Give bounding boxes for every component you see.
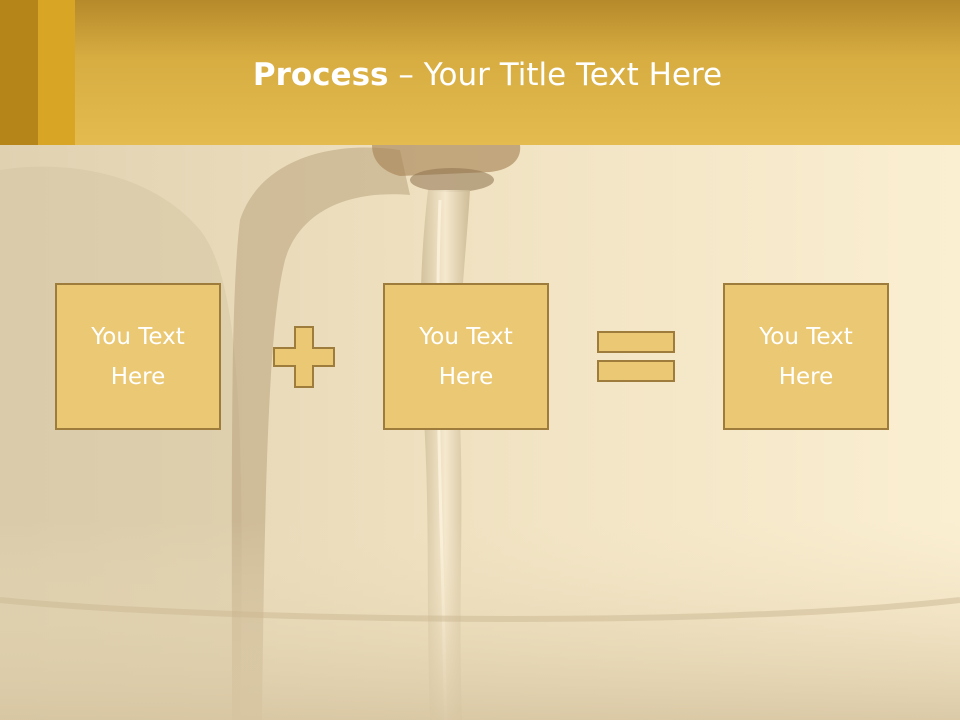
slide-title[interactable]: Process – Your Title Text Here xyxy=(75,52,900,98)
process-box-3[interactable]: You Text Here xyxy=(723,283,889,430)
equals-icon xyxy=(597,331,675,382)
accent-strip-light xyxy=(38,0,75,145)
plus-icon xyxy=(273,326,335,388)
accent-strip-dark xyxy=(0,0,38,145)
process-box-1[interactable]: You Text Here xyxy=(55,283,221,430)
title-banner xyxy=(0,0,960,145)
title-rest: – Your Title Text Here xyxy=(388,57,723,93)
process-box-2[interactable]: You Text Here xyxy=(383,283,549,430)
process-box-1-text: You Text Here xyxy=(91,323,185,390)
process-box-3-text: You Text Here xyxy=(759,323,853,390)
title-bold: Process xyxy=(252,57,389,93)
process-box-2-text: You Text Here xyxy=(419,323,513,390)
